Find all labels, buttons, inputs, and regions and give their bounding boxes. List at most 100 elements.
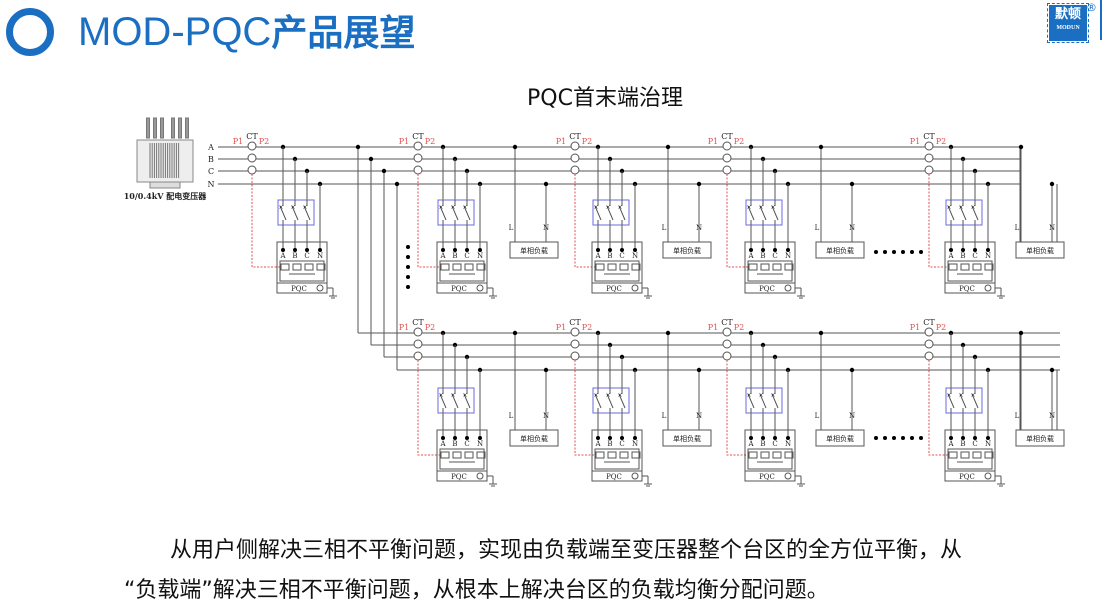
igbt-module xyxy=(595,263,605,271)
ground-terminal-icon xyxy=(784,284,792,292)
switch-blade xyxy=(439,205,447,221)
switch-blade xyxy=(959,393,967,409)
terminal-dot xyxy=(761,436,765,440)
load-label: 单相负载 xyxy=(826,246,854,255)
terminal-label: N xyxy=(785,440,791,448)
ct-coil xyxy=(924,153,934,163)
pqc-box xyxy=(436,241,488,294)
switch-blade xyxy=(947,205,955,221)
ct-signal-wire xyxy=(726,360,748,456)
terminal-label: N xyxy=(477,252,483,260)
switch-mark: × xyxy=(946,392,951,399)
igbt-module xyxy=(440,263,450,271)
load-l-label: L xyxy=(1015,224,1020,232)
igbt-module xyxy=(607,263,617,271)
terminal-dot xyxy=(786,248,790,252)
registered-mark: ® xyxy=(1086,1,1097,14)
terminal-label: N xyxy=(985,252,991,260)
load-l-label: L xyxy=(1015,412,1020,420)
logo-cn: 默顿 xyxy=(1054,7,1081,22)
terminal-dot xyxy=(761,248,765,252)
ct-coil xyxy=(413,351,423,361)
igbt-module xyxy=(631,263,641,271)
terminal-label: B xyxy=(452,440,457,448)
igbt-module xyxy=(607,451,617,459)
terminal-label: C xyxy=(772,252,777,260)
terminal-dot xyxy=(749,248,753,252)
terminal-dot xyxy=(478,436,482,440)
ellipsis-dot xyxy=(406,245,410,249)
switch-mark: × xyxy=(605,392,610,399)
terminal-label: N xyxy=(985,440,991,448)
terminal-label: B xyxy=(607,252,612,260)
pqc-label: PQC xyxy=(759,473,775,481)
igbt-module xyxy=(748,451,758,459)
load-n-label: N xyxy=(696,412,702,420)
ct-p1-label: P1 xyxy=(233,137,243,146)
ct-p2-label: P2 xyxy=(582,137,592,146)
ellipsis-dot xyxy=(901,436,905,440)
diagram-title: PQC首末端治理 xyxy=(527,86,683,111)
pqc-inner xyxy=(279,260,325,282)
igbt-module xyxy=(304,263,314,271)
terminal-dot xyxy=(596,248,600,252)
igbt-module xyxy=(452,263,462,271)
junction-dot xyxy=(665,330,671,336)
switch-blade xyxy=(771,393,779,409)
junction-dot xyxy=(394,181,400,187)
ct-signal-wire xyxy=(928,360,948,456)
ground-terminal-icon xyxy=(784,472,792,480)
ct-coil xyxy=(924,327,934,337)
igbt-module xyxy=(948,451,958,459)
terminal-dot xyxy=(949,248,953,252)
switch-blade xyxy=(771,205,779,221)
igbt-module xyxy=(452,451,462,459)
transformer-label: 10/0.4kV 配电变压器 xyxy=(124,191,208,201)
switch-mark: × xyxy=(605,204,610,211)
switch-mark: × xyxy=(450,392,455,399)
ground-terminal-icon xyxy=(476,472,484,480)
igbt-module xyxy=(984,263,994,271)
junction-dot xyxy=(696,181,702,187)
igbt-module xyxy=(972,451,982,459)
igbt-module xyxy=(960,263,970,271)
terminal-label: B xyxy=(760,252,765,260)
switch-mark: × xyxy=(770,392,775,399)
terminal-label: A xyxy=(594,440,601,448)
load-box xyxy=(662,241,712,259)
ct-p1-label: P1 xyxy=(708,137,718,146)
switch-blade xyxy=(747,205,755,221)
switch-blade xyxy=(759,205,767,221)
ct-coil xyxy=(722,141,732,151)
ct-coil xyxy=(413,339,423,349)
terminal-label: B xyxy=(760,440,765,448)
ct-p2-label: P2 xyxy=(936,137,946,146)
pqc-box xyxy=(744,429,796,482)
switch-blade xyxy=(463,205,471,221)
paragraph-line-2: “负载端”解决三相不平衡问题，从根本上解决台区的负载均衡分配问题。 xyxy=(124,578,829,603)
switch-mark: × xyxy=(770,204,775,211)
junction-dot xyxy=(818,144,824,150)
igbt-module xyxy=(595,451,605,459)
switch-mark: × xyxy=(462,392,467,399)
current-transformer xyxy=(722,327,732,361)
ct-coil xyxy=(722,339,732,349)
switch-blade xyxy=(594,205,602,221)
igbt-module xyxy=(476,263,486,271)
load-l-label: L xyxy=(815,224,820,232)
paragraph-line-1: 从用户侧解决三相不平衡问题，实现由负载端至变压器整个台区的全方位平衡，从 xyxy=(170,538,963,563)
switch-blade xyxy=(618,393,626,409)
terminal-dot xyxy=(773,248,777,252)
igbt-module xyxy=(476,451,486,459)
ellipsis-dot xyxy=(874,436,878,440)
switch-blade xyxy=(759,393,767,409)
load-label: 单相负载 xyxy=(673,246,701,255)
terminal-label: A xyxy=(439,440,446,448)
ct-label: CT xyxy=(721,318,733,327)
terminal-dot xyxy=(749,436,753,440)
ground-terminal-icon xyxy=(316,284,324,292)
switch-mark: × xyxy=(970,204,975,211)
terminal-label: N xyxy=(317,252,323,260)
load-label: 单相负载 xyxy=(520,246,548,255)
pqc-label: PQC xyxy=(959,473,975,481)
